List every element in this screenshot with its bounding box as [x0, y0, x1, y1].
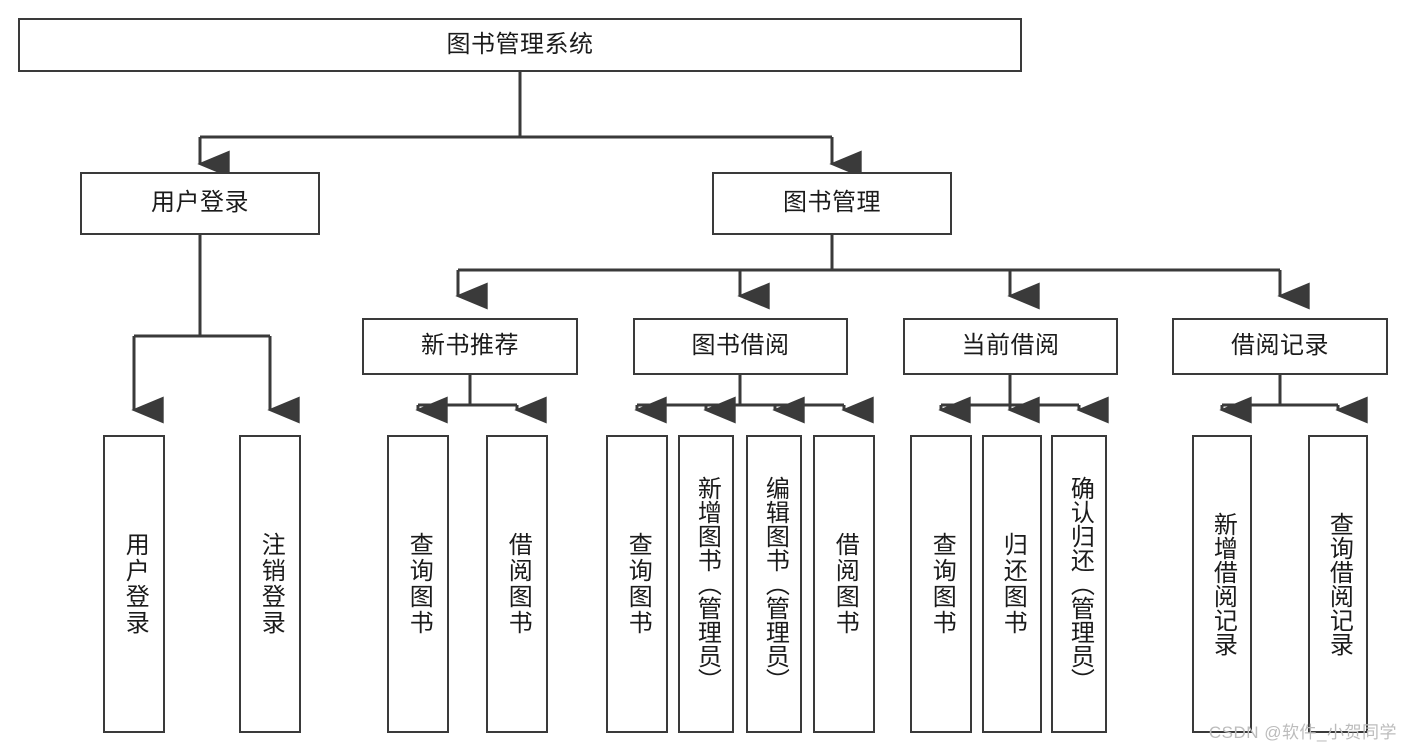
node-book-borrow[interactable]: 图书借阅: [633, 318, 848, 375]
node-leaf-add-book-admin[interactable]: 新增图书（管理员）: [678, 435, 734, 733]
node-leaf-query-book-current[interactable]: 查询图书: [910, 435, 972, 733]
node-leaf-query-book-new-label: 查询图书: [405, 532, 433, 636]
node-current-borrow[interactable]: 当前借阅: [903, 318, 1118, 375]
node-new-book-recommend-label: 新书推荐: [421, 332, 519, 360]
node-borrow-record-label: 借阅记录: [1231, 332, 1329, 360]
node-leaf-query-book-borrow-label: 查询图书: [624, 532, 652, 636]
node-leaf-query-book-current-label: 查询图书: [928, 532, 956, 636]
node-leaf-confirm-return-admin[interactable]: 确认归还（管理员）: [1051, 435, 1107, 733]
node-root[interactable]: 图书管理系统: [18, 18, 1022, 72]
node-leaf-borrow-book-label: 借阅图书: [831, 532, 859, 636]
node-leaf-user-login-label: 用户登录: [121, 532, 149, 636]
node-book-borrow-label: 图书借阅: [691, 332, 790, 360]
node-book-management[interactable]: 图书管理: [712, 172, 952, 235]
node-leaf-return-book[interactable]: 归还图书: [982, 435, 1042, 733]
node-leaf-add-book-admin-label: 新增图书（管理员）: [693, 476, 721, 692]
node-root-label: 图书管理系统: [446, 30, 594, 58]
node-current-borrow-label: 当前借阅: [961, 332, 1060, 360]
node-leaf-query-borrow-record-label: 查询借阅记录: [1325, 512, 1353, 656]
node-user-login[interactable]: 用户登录: [80, 172, 320, 235]
node-borrow-record[interactable]: 借阅记录: [1172, 318, 1388, 375]
node-leaf-borrow-book[interactable]: 借阅图书: [813, 435, 875, 733]
node-leaf-edit-book-admin[interactable]: 编辑图书（管理员）: [746, 435, 802, 733]
node-leaf-edit-book-admin-label: 编辑图书（管理员）: [761, 476, 789, 692]
node-leaf-add-borrow-record-label: 新增借阅记录: [1209, 512, 1237, 656]
node-leaf-query-borrow-record[interactable]: 查询借阅记录: [1308, 435, 1368, 733]
node-leaf-user-login[interactable]: 用户登录: [103, 435, 165, 733]
node-leaf-query-book-borrow[interactable]: 查询图书: [606, 435, 668, 733]
node-leaf-return-book-label: 归还图书: [999, 532, 1027, 636]
node-leaf-add-borrow-record[interactable]: 新增借阅记录: [1192, 435, 1252, 733]
watermark-text: CSDN @软件_小贺同学: [1208, 723, 1397, 742]
node-book-management-label: 图书管理: [783, 189, 881, 217]
node-leaf-confirm-return-admin-label: 确认归还（管理员）: [1066, 476, 1094, 692]
node-user-login-label: 用户登录: [151, 189, 249, 217]
node-leaf-logout[interactable]: 注销登录: [239, 435, 301, 733]
node-leaf-query-book-new[interactable]: 查询图书: [387, 435, 449, 733]
node-new-book-recommend[interactable]: 新书推荐: [362, 318, 578, 375]
node-leaf-borrow-book-new-label: 借阅图书: [504, 532, 532, 636]
node-leaf-logout-label: 注销登录: [257, 532, 285, 636]
node-leaf-borrow-book-new[interactable]: 借阅图书: [486, 435, 548, 733]
